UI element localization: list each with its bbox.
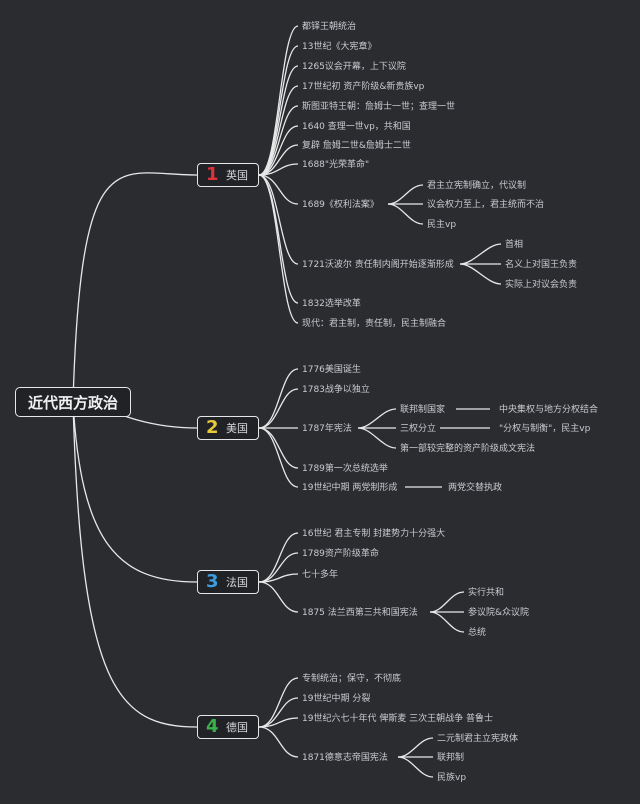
connector-line	[72, 401, 198, 728]
usa-item: 1789第一次总统选举	[302, 464, 388, 474]
branch-label: 法国	[226, 576, 248, 589]
bill-of-rights-point: 君主立宪制确立，代议制	[427, 181, 527, 191]
germany-item: 19世纪六七十年代 俾斯麦 三次王朝战争 普鲁士	[302, 714, 494, 724]
france-item: 1789资产阶级革命	[302, 549, 379, 559]
constitution-note: 中央集权与地方分权结合	[499, 405, 599, 415]
connector-line	[429, 591, 465, 613]
bill-of-rights-point: 议会权力至上，君主统而不治	[427, 200, 545, 210]
branch-number: 3	[206, 571, 219, 592]
constitution-1871-point: 二元制君主立宪政体	[437, 734, 519, 744]
bill-of-rights-point: 民主vp	[427, 220, 457, 230]
branch-label: 德国	[226, 721, 248, 734]
constitution-note: "分权与制衡"，民主vp	[499, 424, 591, 434]
connector-line	[258, 174, 299, 205]
britain-item: 17世纪初 资产阶级&新贵族vp	[302, 82, 425, 92]
connector-line	[258, 163, 299, 176]
connector-line	[258, 717, 299, 728]
connector-line	[258, 427, 299, 469]
constitution-1875-point: 实行共和	[468, 588, 505, 598]
usa-item: 1783战争以独立	[302, 385, 370, 395]
cabinet-point: 名义上对国王负责	[505, 260, 578, 270]
usa-item: 1787年宪法	[302, 424, 352, 434]
britain-item: 复辟 詹姆二世&詹姆士二世	[302, 141, 411, 151]
usa-item: 19世纪中期 两党制形成	[302, 483, 398, 493]
britain-item: 1688"光荣革命"	[302, 160, 370, 170]
france-item: 七十多年	[302, 570, 339, 580]
connector-line	[258, 427, 299, 488]
connector-line	[258, 368, 299, 429]
connector-line	[397, 737, 434, 758]
germany-item: 专制统治；保守，不彻底	[302, 674, 402, 684]
connector-line	[258, 105, 299, 176]
connector-line	[258, 65, 299, 176]
branch-number: 1	[206, 164, 219, 185]
branch-number: 4	[206, 716, 219, 737]
connector-line	[357, 408, 397, 429]
constitution-point: 联邦制国家	[400, 405, 446, 415]
connector-line	[387, 203, 424, 225]
france-item: 1875 法兰西第三共和国宪法	[302, 608, 418, 618]
connector-line	[459, 263, 502, 285]
connector-line	[258, 388, 299, 429]
cabinet-point: 实际上对议会负责	[505, 280, 578, 290]
connector-line	[258, 174, 299, 324]
branch-france[interactable]: 3 法国	[197, 570, 259, 594]
usa-item: 1776美国诞生	[302, 365, 361, 375]
cabinet-point: 首相	[505, 240, 524, 250]
constitution-1871-point: 联邦制	[437, 753, 465, 763]
branch-number: 2	[206, 417, 219, 438]
constitution-1875-point: 总统	[468, 628, 487, 638]
branch-label: 美国	[226, 422, 248, 435]
connector-line	[397, 756, 434, 778]
constitution-point: 第一部较完整的资产阶级成文宪法	[400, 444, 536, 454]
britain-item: 现代：君主制，责任制，民主制融合	[302, 319, 447, 329]
connector-line	[387, 184, 424, 205]
britain-item: 1265议会开幕，上下议院	[302, 62, 406, 72]
connector-line	[258, 45, 299, 176]
france-item: 16世纪 君主专制 封建势力十分强大	[302, 529, 446, 539]
branch-britain[interactable]: 1 英国	[197, 163, 259, 187]
britain-item: 1689《权利法案》	[302, 200, 379, 210]
branch-germany[interactable]: 4 德国	[197, 715, 259, 739]
connector-line	[258, 726, 299, 758]
britain-item: 1832选举改革	[302, 299, 361, 309]
connector-line	[72, 172, 198, 403]
connector-line	[429, 611, 465, 633]
connector-line	[72, 401, 198, 583]
connector-line	[258, 85, 299, 176]
connector-line	[258, 581, 299, 613]
connector-line	[258, 677, 299, 728]
connector-line	[258, 573, 299, 583]
party-note: 两党交替执政	[448, 483, 503, 493]
britain-item: 1640 查理一世vp，共和国	[302, 122, 411, 132]
constitution-1871-point: 民族vp	[437, 773, 467, 783]
constitution-point: 三权分立	[400, 424, 437, 434]
branch-usa[interactable]: 2 美国	[197, 416, 259, 440]
branch-label: 英国	[226, 169, 248, 182]
constitution-1875-point: 参议院&众议院	[468, 608, 530, 618]
britain-item: 13世纪《大宪章》	[302, 42, 377, 52]
root-node[interactable]: 近代西方政治	[15, 387, 131, 417]
connector-line	[459, 243, 502, 265]
britain-item: 都铎王朝统治	[302, 22, 357, 32]
connector-line	[357, 427, 397, 449]
britain-item: 斯图亚特王朝：詹姆士一世；查理一世	[302, 102, 456, 112]
germany-item: 19世纪中期 分裂	[302, 694, 371, 704]
germany-item: 1871德意志帝国宪法	[302, 753, 388, 763]
britain-item: 1721沃波尔 责任制内阁开始逐渐形成	[302, 260, 454, 270]
